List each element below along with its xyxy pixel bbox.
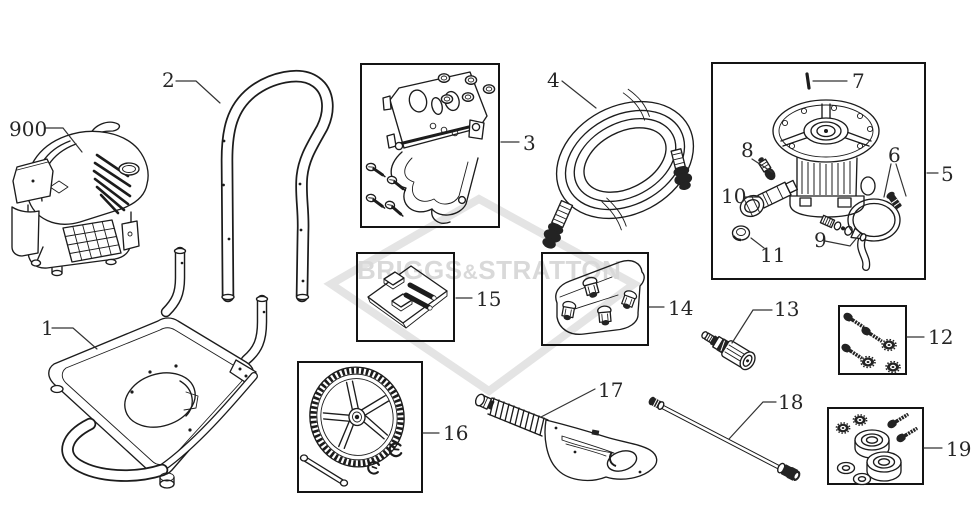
leader-6b [895,163,907,197]
callout-label-16[interactable]: 16 [443,421,468,445]
part-wheel-kit[interactable] [297,358,423,493]
part-panel-bracket-kit[interactable] [360,63,500,228]
callout-label-9[interactable]: 9 [814,228,827,252]
part-spray-wand[interactable] [647,396,802,483]
kit-box-14[interactable] [541,252,649,346]
callout-label-2[interactable]: 2 [162,68,175,92]
part-engine[interactable] [11,121,149,277]
leader-9 [824,233,861,247]
part-nozzle-coupler[interactable] [698,326,758,373]
callout-7: 7 [812,69,865,93]
axle-rod [299,454,349,487]
inlet-cap[interactable] [731,225,751,242]
part-handle[interactable] [220,69,334,303]
leader-17 [540,388,596,418]
part-nozzle-kit-bag[interactable] [541,252,649,346]
callout-1: 1 [41,316,98,350]
leader-13 [731,309,773,344]
leader-4 [561,80,597,109]
brand-diamond-logo-icon [49,180,69,194]
callout-10: 10 [721,184,761,208]
callout-label-7[interactable]: 7 [852,69,865,93]
leader-1 [51,327,98,350]
part-bolt-and-nut-kit[interactable] [838,305,907,375]
callout-11: 11 [750,237,785,267]
part-spray-gun[interactable] [474,393,658,482]
callout-2: 2 [162,68,221,104]
seal-kit-parts[interactable] [819,214,868,242]
callout-16: 16 [422,421,468,445]
callout-label-18[interactable]: 18 [778,390,803,414]
kit-box-16[interactable] [297,361,423,493]
callout-19: 19 [923,437,971,461]
callout-18: 18 [728,390,803,440]
leader-8 [751,158,773,173]
callout-17: 17 [540,378,623,418]
leader-2 [175,80,221,104]
callout-label-10[interactable]: 10 [721,184,746,208]
callout-900: 900 [9,117,83,153]
kit-box-15[interactable] [356,252,455,342]
callout-5: 5 [926,162,954,186]
callout-13: 13 [731,297,799,344]
callout-label-3[interactable]: 3 [523,131,536,155]
callout-label-900[interactable]: 900 [9,117,47,141]
callout-label-8[interactable]: 8 [741,138,754,162]
part-pump-assembly[interactable] [711,62,926,280]
part-frame-base[interactable] [48,246,269,489]
kit-box-19[interactable] [827,407,924,485]
callout-4: 4 [547,68,597,109]
callout-label-17[interactable]: 17 [598,378,623,402]
callout-label-4[interactable]: 4 [547,68,560,92]
thermal-relief-tube[interactable] [847,190,903,271]
callout-label-12[interactable]: 12 [928,325,953,349]
callout-label-14[interactable]: 14 [668,296,693,320]
leader-6a [883,163,892,198]
leader-11 [750,237,765,249]
callout-label-1[interactable]: 1 [41,316,54,340]
callout-label-6[interactable]: 6 [888,143,901,167]
leader-18 [728,401,777,440]
callout-14: 14 [648,296,693,320]
callout-3: 3 [500,131,536,155]
inlet-adapter[interactable] [737,176,800,220]
callout-15: 15 [455,287,501,311]
isolator-mount [854,429,890,459]
callout-label-15[interactable]: 15 [476,287,501,311]
part-hardware-bag[interactable] [356,252,455,342]
kit-box-12[interactable] [838,305,907,375]
callout-8: 8 [741,138,773,173]
leader-900 [44,127,83,153]
callouts: 900 1 2 3 4 5 6 7 [9,68,971,461]
kit-box-5[interactable] [711,62,926,280]
isolator-mount [866,451,902,482]
part-high-pressure-hose[interactable] [533,72,717,251]
watermark-diamond-icon [323,194,642,396]
key-pin[interactable] [805,72,811,90]
callout-label-13[interactable]: 13 [774,297,799,321]
callout-label-5[interactable]: 5 [941,162,954,186]
kit-box-3[interactable] [360,63,500,228]
part-isolator-mount-kit[interactable] [827,407,924,486]
callout-label-11[interactable]: 11 [760,243,785,267]
callout-9: 9 [814,228,861,252]
callout-12: 12 [906,325,953,349]
callout-label-19[interactable]: 19 [946,437,971,461]
callout-6: 6 [883,143,907,198]
